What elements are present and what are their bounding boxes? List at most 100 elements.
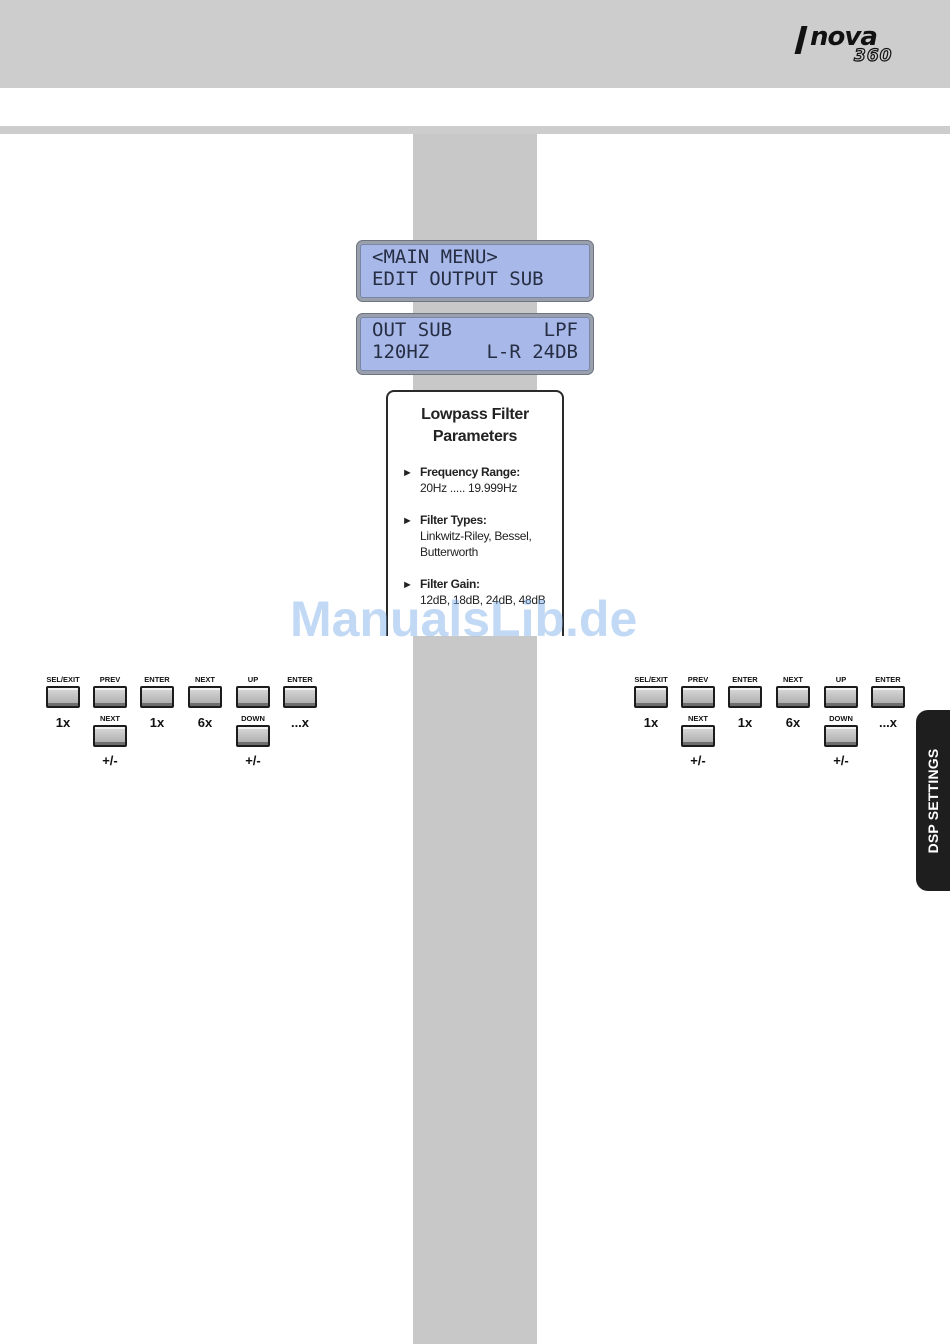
info-item-text: 20Hz ..... 19.999Hz <box>420 481 518 495</box>
press-count: 6x <box>197 715 213 730</box>
key-button[interactable] <box>728 686 762 708</box>
next-key-secondary[interactable]: NEXT <box>679 714 717 747</box>
key-label: NEXT <box>194 675 215 684</box>
info-item-frequency-range: ► Frequency Range: 20Hz ..... 19.999Hz <box>400 464 550 496</box>
triangle-bullet-icon: ► <box>402 467 413 479</box>
logo-brand-text: nova <box>810 22 878 52</box>
key-label: SEL/EXIT <box>46 675 80 684</box>
press-count: 1x <box>737 715 753 730</box>
key-button[interactable] <box>46 686 80 708</box>
header-rule <box>0 126 950 134</box>
key-button[interactable] <box>634 686 668 708</box>
next-key[interactable]: NEXT <box>186 675 224 708</box>
triangle-bullet-icon: ► <box>402 579 413 591</box>
press-count: 6x <box>785 715 801 730</box>
logo-slash-mark <box>794 26 808 54</box>
key-button[interactable] <box>188 686 222 708</box>
lcd-screen: <MAIN MENU> EDIT OUTPUT SUB <box>360 244 590 298</box>
plus-minus-label: +/- <box>690 753 706 768</box>
key-button[interactable] <box>93 686 127 708</box>
lcd-line-2: EDIT OUTPUT SUB <box>372 268 578 290</box>
key-button[interactable] <box>93 725 127 747</box>
key-label: ENTER <box>875 675 901 684</box>
key-button[interactable] <box>824 725 858 747</box>
press-count: 1x <box>643 715 659 730</box>
keypad-sequence-left: SEL/EXIT PREV ENTER NEXT UP ENTER 1x 1x … <box>30 675 320 770</box>
side-tab-label: DSP SETTINGS <box>925 748 941 853</box>
key-button[interactable] <box>236 686 270 708</box>
dsp-settings-tab: DSP SETTINGS <box>916 710 950 891</box>
plus-minus-label: +/- <box>833 753 849 768</box>
info-item-filter-types: ► Filter Types: Linkwitz-Riley, Bessel, … <box>400 512 550 560</box>
lcd-display-out-sub: OUT SUB LPF 120HZ L-R 24DB <box>356 313 594 375</box>
key-label: PREV <box>687 675 709 684</box>
key-label: DOWN <box>241 714 265 723</box>
lcd-line-2: 120HZ L-R 24DB <box>372 341 578 363</box>
press-count: 1x <box>55 715 71 730</box>
info-item-text: 12dB, 18dB, 24dB, 48dB <box>420 593 546 607</box>
up-key[interactable]: UP <box>234 675 272 708</box>
info-item-text: Linkwitz-Riley, Bessel, <box>420 529 532 543</box>
key-button[interactable] <box>236 725 270 747</box>
key-label: SEL/EXIT <box>634 675 668 684</box>
keypad-sequence-right: SEL/EXIT PREV ENTER NEXT UP ENTER 1x 1x … <box>618 675 908 770</box>
info-box-title: Lowpass Filter Parameters <box>400 404 550 448</box>
lcd-line-1: OUT SUB LPF <box>372 319 578 341</box>
brand-logo: nova 360 <box>794 22 906 68</box>
plus-minus-label: +/- <box>102 753 118 768</box>
info-item-label: Filter Gain: <box>420 577 480 591</box>
enter-key[interactable]: ENTER <box>726 675 764 708</box>
key-button[interactable] <box>776 686 810 708</box>
lcd-display-main-menu: <MAIN MENU> EDIT OUTPUT SUB <box>356 240 594 302</box>
key-label: PREV <box>99 675 121 684</box>
logo-model-text: 360 <box>853 45 893 66</box>
plus-minus-label: +/- <box>245 753 261 768</box>
enter-key[interactable]: ENTER <box>138 675 176 708</box>
key-label: NEXT <box>782 675 803 684</box>
key-button[interactable] <box>681 686 715 708</box>
press-count: 1x <box>149 715 165 730</box>
key-button[interactable] <box>824 686 858 708</box>
key-button[interactable] <box>871 686 905 708</box>
watermark: ManualsLib.de <box>290 591 638 647</box>
prev-key[interactable]: PREV <box>91 675 129 708</box>
next-key-secondary[interactable]: NEXT <box>91 714 129 747</box>
info-item-label: Filter Types: <box>420 513 487 527</box>
up-key[interactable]: UP <box>822 675 860 708</box>
info-item-text: Butterworth <box>420 545 479 559</box>
info-title-line: Parameters <box>432 428 518 445</box>
press-count: ...x <box>878 715 898 730</box>
lcd-text: LPF <box>543 319 578 341</box>
key-label: UP <box>835 675 847 684</box>
key-button[interactable] <box>283 686 317 708</box>
prev-key[interactable]: PREV <box>679 675 717 708</box>
key-label: NEXT <box>99 714 120 723</box>
info-item-filter-gain: ► Filter Gain: 12dB, 18dB, 24dB, 48dB <box>400 576 550 608</box>
lcd-text: L-R 24DB <box>486 341 578 363</box>
lowpass-parameters-box: Lowpass Filter Parameters ► Frequency Ra… <box>386 390 564 636</box>
header-band: nova 360 <box>0 0 950 88</box>
sel-exit-key[interactable]: SEL/EXIT <box>44 675 82 708</box>
lcd-text: EDIT OUTPUT SUB <box>372 268 544 290</box>
next-key[interactable]: NEXT <box>774 675 812 708</box>
key-button[interactable] <box>140 686 174 708</box>
lcd-line-1: <MAIN MENU> <box>372 246 578 268</box>
enter-key[interactable]: ENTER <box>869 675 907 708</box>
lcd-screen: OUT SUB LPF 120HZ L-R 24DB <box>360 317 590 371</box>
info-item-label: Frequency Range: <box>420 465 520 479</box>
down-key[interactable]: DOWN <box>234 714 272 747</box>
lcd-text: 120HZ <box>372 341 430 363</box>
sel-exit-key[interactable]: SEL/EXIT <box>632 675 670 708</box>
key-label: NEXT <box>687 714 708 723</box>
triangle-bullet-icon: ► <box>402 515 413 527</box>
enter-key[interactable]: ENTER <box>281 675 319 708</box>
info-title-line: Lowpass Filter <box>421 406 529 423</box>
down-key[interactable]: DOWN <box>822 714 860 747</box>
lcd-text: OUT SUB <box>372 319 453 341</box>
key-button[interactable] <box>681 725 715 747</box>
press-count: ...x <box>290 715 310 730</box>
key-label: UP <box>247 675 259 684</box>
key-label: ENTER <box>287 675 313 684</box>
key-label: ENTER <box>732 675 758 684</box>
lcd-text: <MAIN MENU> <box>372 246 498 268</box>
